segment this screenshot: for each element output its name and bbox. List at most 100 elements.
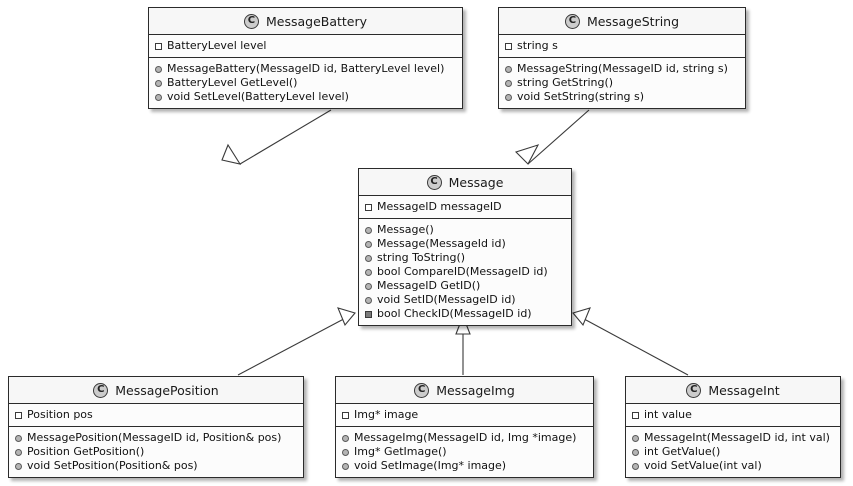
class-header-message-string: C MessageString [499, 8, 745, 35]
class-fields-message: MessageID messageID [359, 196, 571, 219]
field-label: MessageID messageID [377, 200, 502, 213]
class-header-message-battery: C MessageBattery [149, 8, 462, 35]
method-label: MessageBattery(MessageID id, BatteryLeve… [167, 62, 445, 75]
method-label: int GetValue() [644, 445, 721, 458]
field-label: int value [644, 408, 692, 421]
field-row: string s [499, 39, 745, 53]
package-field-marker-icon [155, 42, 162, 50]
class-stereotype-icon: C [686, 382, 702, 398]
class-methods-message-position: MessagePosition(MessageID id, Position& … [9, 427, 303, 477]
method-label: MessageInt(MessageID id, int val) [644, 431, 830, 444]
class-fields-message-img: Img* image [336, 404, 593, 427]
class-methods-message-int: MessageInt(MessageID id, int val) int Ge… [626, 427, 840, 477]
method-row: string ToString() [359, 251, 571, 265]
field-label: Img* image [354, 408, 419, 421]
method-row: Message() [359, 223, 571, 237]
class-fields-message-position: Position pos [9, 404, 303, 427]
public-method-marker-icon [505, 79, 512, 87]
method-row: void SetValue(int val) [626, 459, 840, 473]
method-row: MessageID GetID() [359, 279, 571, 293]
field-row: Img* image [336, 408, 593, 422]
class-name-label: MessageString [586, 13, 680, 29]
method-row: void SetPosition(Position& pos) [9, 459, 303, 473]
public-method-marker-icon [632, 434, 639, 442]
public-method-marker-icon [365, 254, 372, 262]
generalization-messagebattery-to-message [221, 109, 332, 165]
class-box-message-string[interactable]: C MessageString string s MessageString(M… [498, 7, 746, 109]
class-fields-message-battery: BatteryLevel level [149, 35, 462, 58]
method-label: Message() [377, 223, 434, 236]
field-label: string s [517, 39, 558, 52]
public-method-marker-icon [342, 434, 349, 442]
public-method-marker-icon [15, 462, 22, 470]
method-label: MessageID GetID() [377, 279, 481, 292]
class-fields-message-int: int value [626, 404, 840, 427]
method-row: Message(MessageId id) [359, 237, 571, 251]
method-label: void SetID(MessageID id) [377, 293, 516, 306]
method-row: void SetImage(Img* image) [336, 459, 593, 473]
method-row: MessageInt(MessageID id, int val) [626, 431, 840, 445]
method-row: bool CompareID(MessageID id) [359, 265, 571, 279]
class-header-message: C Message [359, 169, 571, 196]
class-box-message-int[interactable]: C MessageInt int value MessageInt(Messag… [625, 376, 841, 478]
method-row: Position GetPosition() [9, 445, 303, 459]
class-header-message-position: C MessagePosition [9, 377, 303, 404]
public-method-marker-icon [155, 79, 162, 87]
class-box-message-position[interactable]: C MessagePosition Position pos MessagePo… [8, 376, 304, 478]
public-method-marker-icon [365, 268, 372, 276]
public-method-marker-icon [365, 282, 372, 290]
method-label: void SetPosition(Position& pos) [27, 459, 198, 472]
package-field-marker-icon [505, 42, 512, 50]
public-method-marker-icon [505, 93, 512, 101]
field-row: BatteryLevel level [149, 39, 462, 53]
method-row: MessagePosition(MessageID id, Position& … [9, 431, 303, 445]
generalization-messagestring-to-message [514, 109, 590, 165]
class-name-label: MessageImg [436, 382, 515, 398]
package-field-marker-icon [632, 411, 639, 419]
method-label: void SetString(string s) [517, 90, 645, 103]
method-label: MessageImg(MessageID id, Img *image) [354, 431, 577, 444]
class-box-message[interactable]: C Message MessageID messageID Message() … [358, 168, 572, 326]
class-methods-message-battery: MessageBattery(MessageID id, BatteryLeve… [149, 58, 462, 108]
public-method-marker-icon [15, 448, 22, 456]
method-row: string GetString() [499, 76, 745, 90]
field-row: MessageID messageID [359, 200, 571, 214]
class-header-message-img: C MessageImg [336, 377, 593, 404]
package-field-marker-icon [365, 203, 372, 211]
method-label: void SetValue(int val) [644, 459, 762, 472]
public-method-marker-icon [155, 93, 162, 101]
class-stereotype-icon: C [426, 174, 442, 190]
class-stereotype-icon: C [414, 382, 430, 398]
field-row: int value [626, 408, 840, 422]
class-header-message-int: C MessageInt [626, 377, 840, 404]
class-fields-message-string: string s [499, 35, 745, 58]
method-row: BatteryLevel GetLevel() [149, 76, 462, 90]
method-row: Img* GetImage() [336, 445, 593, 459]
method-label: string GetString() [517, 76, 614, 89]
generalization-messageposition-to-message [237, 307, 356, 376]
public-method-marker-icon [632, 448, 639, 456]
class-box-message-battery[interactable]: C MessageBattery BatteryLevel level Mess… [148, 7, 463, 109]
class-name-label: MessageInt [708, 382, 780, 398]
public-method-marker-icon [155, 65, 162, 73]
class-methods-message-string: MessageString(MessageID id, string s) st… [499, 58, 745, 108]
method-label: MessagePosition(MessageID id, Position& … [27, 431, 282, 444]
method-row: bool CheckID(MessageID id) [359, 307, 571, 321]
method-row: MessageBattery(MessageID id, BatteryLeve… [149, 62, 462, 76]
class-stereotype-icon: C [564, 13, 580, 29]
package-field-marker-icon [15, 411, 22, 419]
field-label: Position pos [27, 408, 93, 421]
method-label: void SetLevel(BatteryLevel level) [167, 90, 349, 103]
class-stereotype-icon: C [93, 382, 109, 398]
method-label: Message(MessageId id) [377, 237, 506, 250]
public-method-marker-icon [342, 448, 349, 456]
public-method-marker-icon [342, 462, 349, 470]
method-label: void SetImage(Img* image) [354, 459, 507, 472]
public-method-marker-icon [505, 65, 512, 73]
method-row: MessageImg(MessageID id, Img *image) [336, 431, 593, 445]
public-method-marker-icon [365, 226, 372, 234]
public-method-marker-icon [365, 296, 372, 304]
class-box-message-img[interactable]: C MessageImg Img* image MessageImg(Messa… [335, 376, 594, 478]
protected-method-marker-icon [365, 310, 372, 318]
